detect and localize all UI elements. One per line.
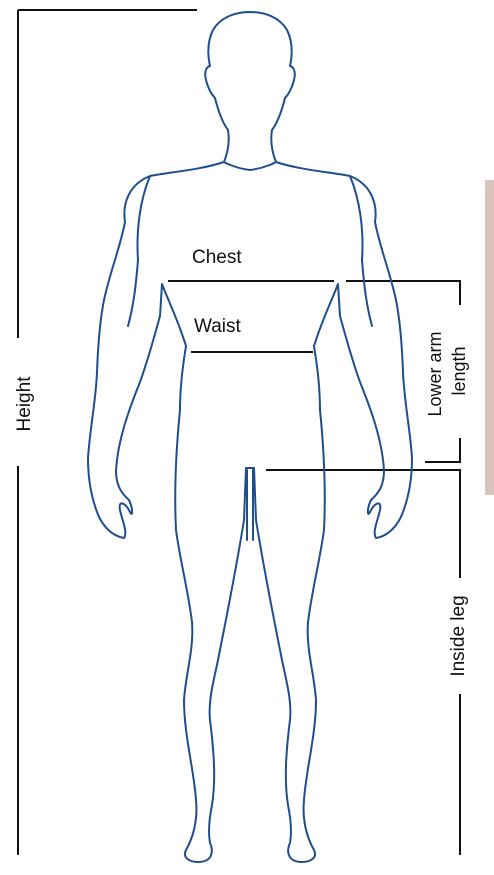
side-bar bbox=[485, 180, 494, 495]
lower-arm-label-line2: length bbox=[449, 346, 469, 395]
height-bracket bbox=[18, 10, 197, 855]
left-inner-arm bbox=[128, 176, 150, 326]
inside-leg-bracket bbox=[266, 470, 460, 855]
right-inner-arm bbox=[350, 176, 372, 326]
chest-label: Chest bbox=[192, 247, 242, 268]
head-outline bbox=[205, 12, 295, 170]
waist-label: Waist bbox=[194, 316, 242, 337]
body-outline bbox=[88, 12, 412, 862]
right-body-outline bbox=[250, 162, 412, 862]
lower-arm-label-line1: Lower arm bbox=[425, 331, 445, 416]
height-label: Height bbox=[14, 376, 35, 432]
inside-leg-label: Inside leg bbox=[448, 595, 469, 676]
